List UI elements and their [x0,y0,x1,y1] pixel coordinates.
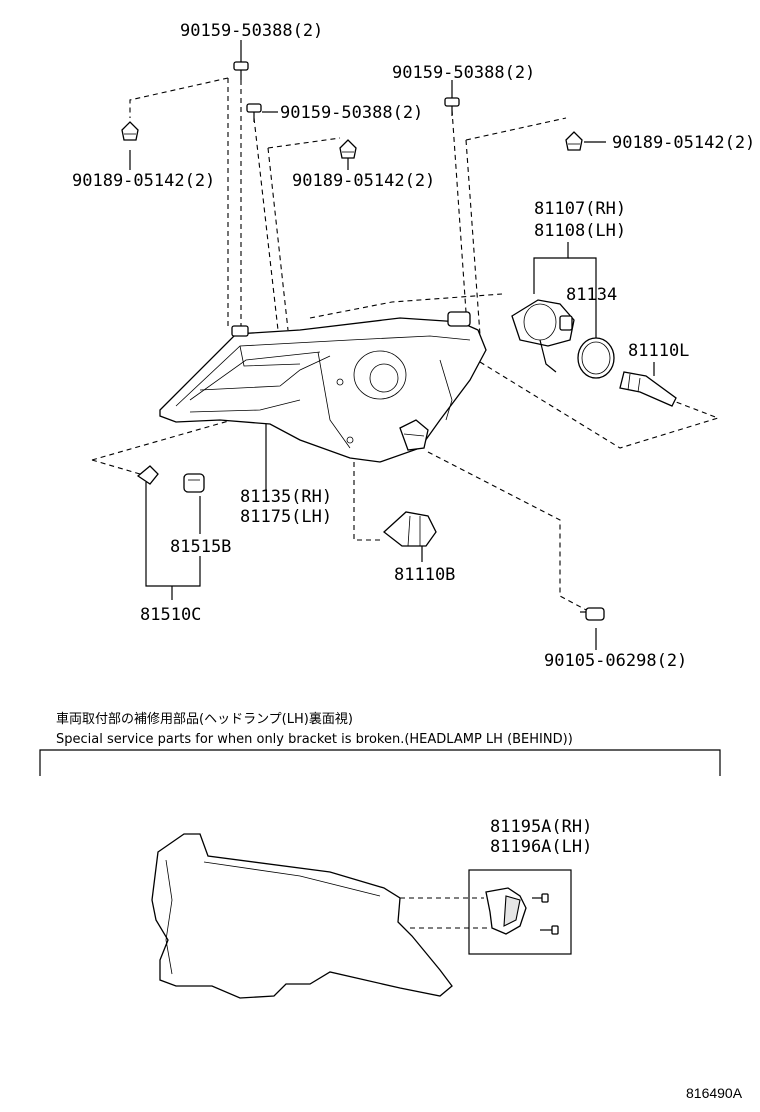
headlamp-behind-outline [151,833,453,999]
note-japanese: 車両取付部の補修用部品(ヘッドランプ(LH)裏面視) [56,712,353,727]
lamp-unit-81515b-icon [183,473,205,493]
clip-mid-icon [339,139,357,159]
leader-label-oring [568,257,597,340]
leader-clip-mid-dash [267,137,341,149]
label-bracket-lh: 81196A(LH) [490,837,592,857]
label-bulb-b: 81110B [394,565,455,585]
label-lamp-unit: 81515B [170,537,231,557]
bolt-top-right-icon [444,97,460,116]
label-clip-right: 90189-05142(2) [612,133,755,153]
leader-label-lamp-assy-bracket [145,482,201,587]
bulb-socket-icon [511,299,575,373]
bracket-screw-upper-icon [532,893,549,903]
leader-clip-left-dash [129,77,229,118]
leader-bolt-top-right [451,109,467,313]
label-bracket-rh: 81195A(RH) [490,817,592,837]
lamp-unit-small-icon [136,465,159,485]
leader-clip-mid-vertical [267,147,289,331]
leader-lamp-unit-left [91,459,141,475]
leader-bolt-mid [253,117,279,331]
label-bolt-mid: 90159-50388(2) [280,103,423,123]
leader-screw-bottom [427,451,591,613]
leader-label-socket [533,242,569,294]
leader-socket-bottom [479,361,720,449]
label-housing-rh: 81135(RH) [240,487,332,507]
leader-lamp-unit-top [91,419,233,461]
headlamp-housing [159,311,487,463]
housing-socket-icon [399,419,429,451]
label-lamp-assy: 81510C [140,605,201,625]
screw-bottom-icon [580,607,605,621]
label-socket-lh: 81108(LH) [534,221,626,241]
bracket-detail-box [468,869,572,955]
bracket-icon [485,887,527,935]
bracket-screw-lower-icon [540,925,559,935]
o-ring-icon [577,337,615,379]
label-clip-mid: 90189-05142(2) [292,171,435,191]
clip-right-icon [565,131,583,151]
leader-clip-right-dash [465,117,567,141]
bolt-top-left-icon [233,61,249,80]
label-bulb-l: 81110L [628,341,689,361]
detail-section-frame [39,749,721,776]
diagram-code: 816490A [686,1085,743,1101]
label-clip-left: 90189-05142(2) [72,171,215,191]
bulb-l-icon [619,371,677,407]
label-socket-rh: 81107(RH) [534,199,626,219]
bolt-mid-icon [246,103,262,122]
label-bolt-top-left: 90159-50388(2) [180,21,323,41]
bulb-b-icon [382,511,437,547]
note-english: Special service parts for when only brac… [56,732,573,747]
leader-socket-top [309,293,503,319]
leader-clip-right-vertical [465,139,481,336]
clip-left-icon [121,121,139,141]
label-housing-lh: 81175(LH) [240,507,332,527]
label-screw-bottom: 90105-06298(2) [544,651,687,671]
label-bolt-top-right: 90159-50388(2) [392,63,535,83]
label-oring: 81134 [566,285,617,305]
